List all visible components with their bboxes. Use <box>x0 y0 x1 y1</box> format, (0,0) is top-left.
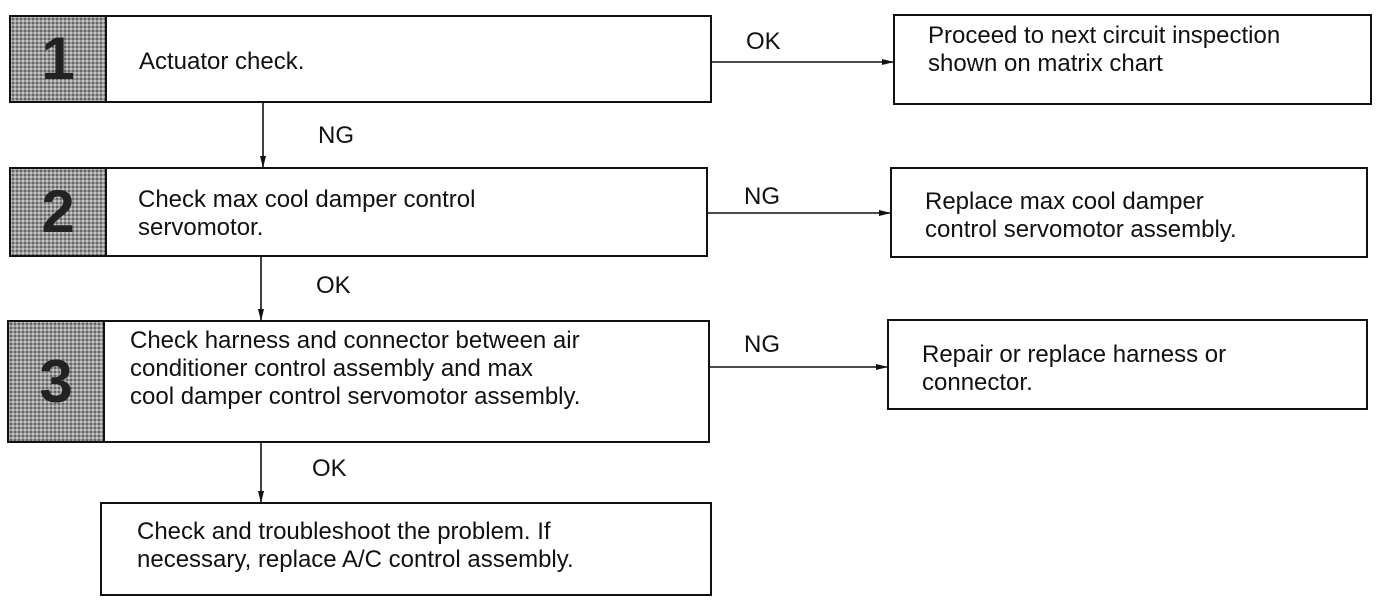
label-step1-ok: OK <box>746 28 781 55</box>
result-3-box: Repair or replace harness or connector. <box>887 319 1368 410</box>
step-3-number-block: 3 <box>7 320 105 443</box>
label-step3-ng: NG <box>744 331 780 358</box>
step-2-number-block: 2 <box>9 167 107 257</box>
step-2-number: 2 <box>41 178 75 245</box>
step-2-text: Check max cool damper control servomotor… <box>138 186 476 241</box>
label-step3-ok: OK <box>312 455 347 482</box>
step-1-text: Actuator check. <box>139 48 305 75</box>
step-3-number: 3 <box>39 347 73 415</box>
final-box: Check and troubleshoot the problem. If n… <box>100 502 712 596</box>
label-step2-ng: NG <box>744 183 780 210</box>
result-1-box: Proceed to next circuit inspection shown… <box>893 14 1372 105</box>
result-1-text: Proceed to next circuit inspection shown… <box>928 22 1281 77</box>
final-text: Check and troubleshoot the problem. If n… <box>137 518 574 573</box>
result-2-box: Replace max cool damper control servomot… <box>890 167 1368 258</box>
result-3-text: Repair or replace harness or connector. <box>922 341 1227 396</box>
step-1-box: 1 Actuator check. <box>9 15 712 103</box>
step-3-text: Check harness and connector between air … <box>130 327 581 410</box>
result-2-text: Replace max cool damper control servomot… <box>925 188 1237 243</box>
step-1-number: 1 <box>41 25 75 92</box>
label-step2-ok: OK <box>316 272 351 299</box>
step-1-number-block: 1 <box>9 15 107 103</box>
label-step1-ng: NG <box>318 122 354 149</box>
step-3-box: 3 Check harness and connector between ai… <box>7 320 710 443</box>
step-2-box: 2 Check max cool damper control servomot… <box>9 167 708 257</box>
